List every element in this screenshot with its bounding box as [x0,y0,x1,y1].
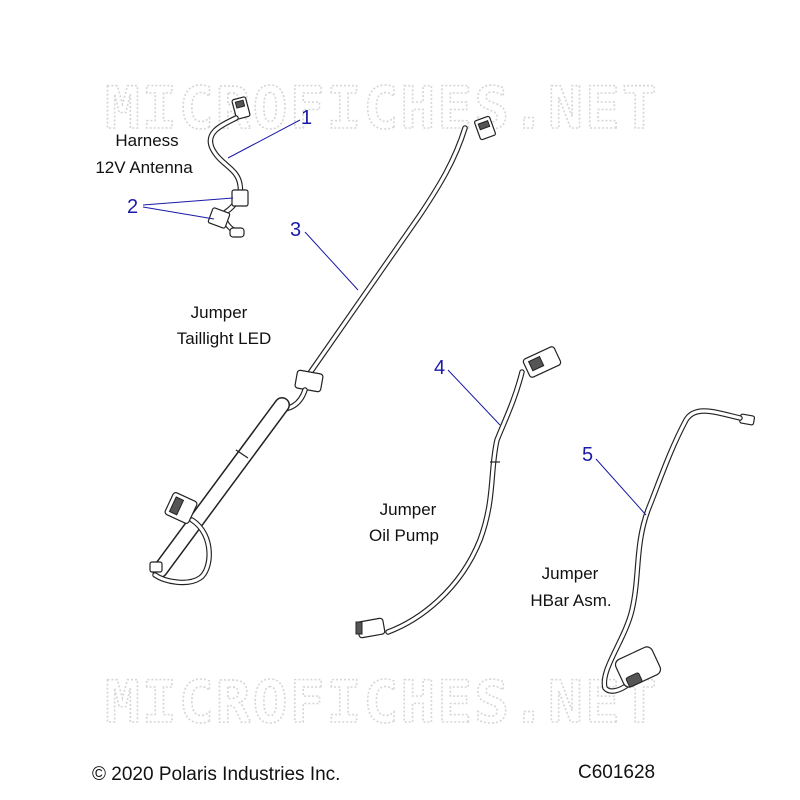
watermark-bottom: MICROFICHES.NET [105,668,659,736]
oil-pump-wire-inner [386,370,524,634]
hbar-switch-base [625,672,643,688]
taillight-long-wire-outer [302,125,468,383]
oil-pump-top-connector-latch [527,355,545,372]
callout-4: 4 [434,357,445,379]
antenna-terminal [229,227,245,238]
label-oil-pump-line2: Oil Pump [369,526,439,545]
callout-1: 1 [301,107,312,129]
taillight-sheath-inner [153,398,289,577]
leader-5 [595,458,647,516]
leader-1 [227,119,301,159]
label-taillight-line2: Taillight LED [177,329,272,348]
taillight-junction-clip [294,369,324,393]
jumper-taillight-led-drawing[interactable] [149,115,496,586]
label-taillight-line1: Jumper [191,303,248,322]
label-hbar-line2: HBar Asm. [530,591,611,610]
watermark-top: MICROFICHES.NET [105,74,659,142]
leader-4 [447,369,501,426]
antenna-connector-latch [234,99,246,109]
leader-2a [142,197,234,206]
footer-copyright: © 2020 Polaris Industries Inc. [92,764,340,785]
leader-2b [142,206,215,220]
footer-diagram-id: C601628 [578,762,655,783]
hbar-wire-inner [602,409,742,693]
jumper-hbar-asm-drawing[interactable] [601,408,756,694]
jumper-oil-pump-drawing[interactable] [355,346,562,639]
taillight-end-cap [149,561,163,573]
label-harness-line2: 12V Antenna [95,158,193,177]
callout-3: 3 [290,219,301,241]
callout-5: 5 [582,444,593,466]
taillight-long-wire-inner [303,126,467,382]
antenna-lower-connector [207,207,231,229]
harness-12v-antenna-drawing[interactable] [207,96,251,238]
label-hbar-line1: Jumper [542,564,599,583]
callout-2: 2 [127,196,138,218]
leader-3 [304,231,359,291]
hbar-switch-body [614,646,662,688]
taillight-sheath-band [235,449,249,459]
oil-pump-bottom-terminal [355,621,363,635]
taillight-lower-connector [164,492,198,524]
taillight-lower-connector-latch [168,496,185,516]
taillight-loop-inner [153,518,211,585]
label-harness-line1: Harness [115,131,178,150]
taillight-top-connector-latch [477,120,491,131]
label-oil-pump-line1: Jumper [380,500,437,519]
antenna-mid-connector [231,189,249,207]
